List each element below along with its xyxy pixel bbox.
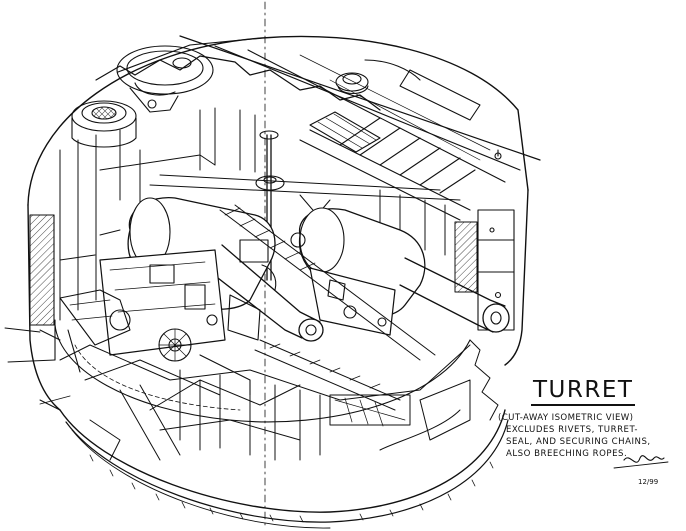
- roof-grate: [309, 111, 381, 153]
- floor-rails: [219, 204, 436, 411]
- caption-note-line: EXCLUDES RIVETS, TURRET-: [506, 425, 639, 435]
- signature-mark: [623, 455, 665, 463]
- roof-hatch: [116, 45, 214, 113]
- periscope-hood: [335, 72, 369, 95]
- caption-note-line: SEAL, AND SECURING CHAINS,: [506, 437, 651, 447]
- signature-date: 12/99: [638, 478, 659, 486]
- diagram-subtitle: (CUT-AWAY ISOMETRIC VIEW): [498, 413, 634, 423]
- caption-note-line: ALSO BREECHING ROPES.: [506, 449, 628, 459]
- diagram-title: TURRET: [531, 377, 636, 406]
- ventilator: [71, 100, 137, 148]
- turret-outer-wall: [27, 35, 529, 529]
- turret-floor: [39, 329, 471, 461]
- gun-carriage: [54, 249, 261, 396]
- turret-roof: [95, 35, 541, 221]
